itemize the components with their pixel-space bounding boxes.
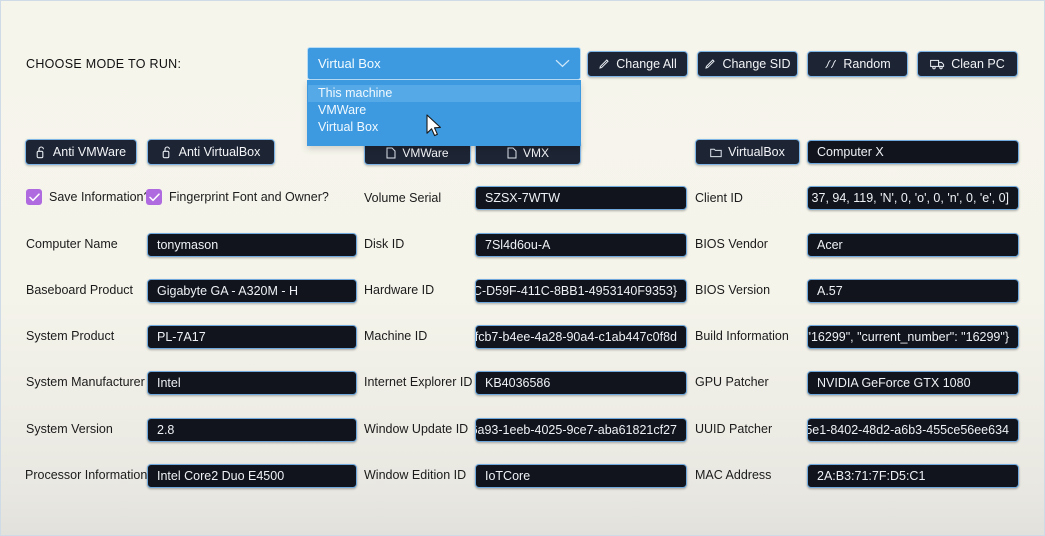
change-all-button[interactable]: Change All <box>587 51 688 77</box>
mode-option-vmware[interactable]: VMWare <box>318 103 367 117</box>
clean-pc-label: Clean PC <box>951 57 1005 71</box>
mode-select-options[interactable]: This machine VMWare Virtual Box <box>307 80 581 146</box>
virtualbox-label: VirtualBox <box>728 145 785 159</box>
window-edition-id-label: Window Edition ID <box>364 468 467 482</box>
baseboard-product-label: Baseboard Product <box>26 283 134 297</box>
system-product-label: System Product <box>26 329 115 343</box>
system-version-label: System Version <box>26 422 113 436</box>
anti-virtualbox-label: Anti VirtualBox <box>178 145 261 159</box>
bios-version-label: BIOS Version <box>695 283 771 297</box>
chevron-down-icon <box>555 59 570 68</box>
truck-icon <box>930 58 945 70</box>
mode-option-virtual-box[interactable]: Virtual Box <box>318 120 379 134</box>
gpu-patcher-field[interactable]: NVIDIA GeForce GTX 1080 <box>807 371 1019 395</box>
anti-vmware-label: Anti VMWare <box>52 145 127 159</box>
machine-id-field[interactable]: 6f0fcb7-b4ee-4a28-90a4-c1ab447c0f8d <box>475 325 687 349</box>
build-information-label: Build Information <box>695 329 789 343</box>
internet-explorer-id-label: Internet Explorer ID <box>364 375 473 389</box>
disk-id-field[interactable]: 7Sl4d6ou-A <box>475 233 687 257</box>
volume-serial-field[interactable]: SZSX-7WTW <box>475 186 687 210</box>
baseboard-product-field[interactable]: Gigabyte GA - A320M - H <box>147 279 357 303</box>
system-manufacturer-field[interactable]: Intel <box>147 371 357 395</box>
vmware-label: VMWare <box>402 146 449 160</box>
random-label: Random <box>843 57 891 71</box>
uuid-patcher-label: UUID Patcher <box>695 422 773 436</box>
folder-icon <box>710 147 722 158</box>
clean-pc-button[interactable]: Clean PC <box>917 51 1018 77</box>
uuid-patcher-field[interactable]: 01e5e1-8402-48d2-a6b3-455ce56ee634 <box>807 418 1019 442</box>
virtualbox-button[interactable]: VirtualBox <box>695 139 800 165</box>
system-product-field[interactable]: PL-7A17 <box>147 325 357 349</box>
save-information-label: Save Information? <box>49 190 151 204</box>
computer-name-label: Computer Name <box>26 237 118 251</box>
hardware-id-field[interactable]: 5C09C-D59F-411C-8BB1-4953140F9353} <box>475 279 687 303</box>
processor-information-label: Processor Information <box>25 468 148 482</box>
shuffle-icon <box>824 58 837 70</box>
change-sid-label: Change SID <box>722 57 791 71</box>
computer-x-field[interactable]: Computer X <box>807 140 1019 164</box>
fingerprint-checkbox[interactable] <box>146 189 162 205</box>
volume-serial-label: Volume Serial <box>364 191 442 205</box>
mode-select-value: Virtual Box <box>318 56 381 71</box>
save-information-checkbox[interactable] <box>26 189 42 205</box>
pencil-icon <box>598 58 610 70</box>
unlock-icon <box>36 145 47 159</box>
pencil-icon <box>704 58 716 70</box>
unlock-icon <box>162 145 173 159</box>
fingerprint-checkbox-row[interactable]: Fingerprint Font and Owner? <box>146 189 329 205</box>
machine-id-label: Machine ID <box>364 329 428 343</box>
anti-vmware-button[interactable]: Anti VMWare <box>25 139 137 165</box>
build-information-field[interactable]: nt": "16299", "current_number": "16299"} <box>807 325 1019 349</box>
system-version-field[interactable]: 2.8 <box>147 418 357 442</box>
bios-vendor-field[interactable]: Acer <box>807 233 1019 257</box>
mode-option-this-machine[interactable]: This machine <box>308 85 580 102</box>
file-icon <box>507 147 517 159</box>
computer-name-field[interactable]: tonymason <box>147 233 357 257</box>
bios-vendor-label: BIOS Vendor <box>695 237 768 251</box>
mac-address-label: MAC Address <box>695 468 772 482</box>
save-information-checkbox-row[interactable]: Save Information? <box>26 189 150 205</box>
window-update-id-label: Window Update ID <box>364 422 469 436</box>
window-edition-id-field[interactable]: IoTCore <box>475 464 687 488</box>
client-id-field[interactable]: 11, 37, 94, 119, 'N', 0, 'o', 0, 'n', 0,… <box>807 186 1019 210</box>
hardware-id-label: Hardware ID <box>364 283 435 297</box>
choose-mode-label: CHOOSE MODE TO RUN: <box>26 57 182 71</box>
mode-select[interactable]: Virtual Box This machine VMWare Virtual … <box>307 47 581 146</box>
mac-address-field[interactable]: 2A:B3:71:7F:D5:C1 <box>807 464 1019 488</box>
vmx-label: VMX <box>522 146 549 160</box>
fingerprint-label: Fingerprint Font and Owner? <box>169 190 329 204</box>
file-icon <box>386 147 396 159</box>
mode-select-trigger[interactable]: Virtual Box <box>307 47 581 80</box>
bios-version-field[interactable]: A.57 <box>807 279 1019 303</box>
internet-explorer-id-field[interactable]: KB4036586 <box>475 371 687 395</box>
change-sid-button[interactable]: Change SID <box>697 51 798 77</box>
anti-virtualbox-button[interactable]: Anti VirtualBox <box>147 139 275 165</box>
window-update-id-field[interactable]: e496a93-1eeb-4025-9ce7-aba61821cf27 <box>475 418 687 442</box>
random-button[interactable]: Random <box>807 51 908 77</box>
system-manufacturer-label: System Manufacturer <box>26 375 145 389</box>
disk-id-label: Disk ID <box>364 237 405 251</box>
client-id-label: Client ID <box>695 191 743 205</box>
processor-information-field[interactable]: Intel Core2 Duo E4500 <box>147 464 357 488</box>
change-all-label: Change All <box>616 57 677 71</box>
gpu-patcher-label: GPU Patcher <box>695 375 769 389</box>
